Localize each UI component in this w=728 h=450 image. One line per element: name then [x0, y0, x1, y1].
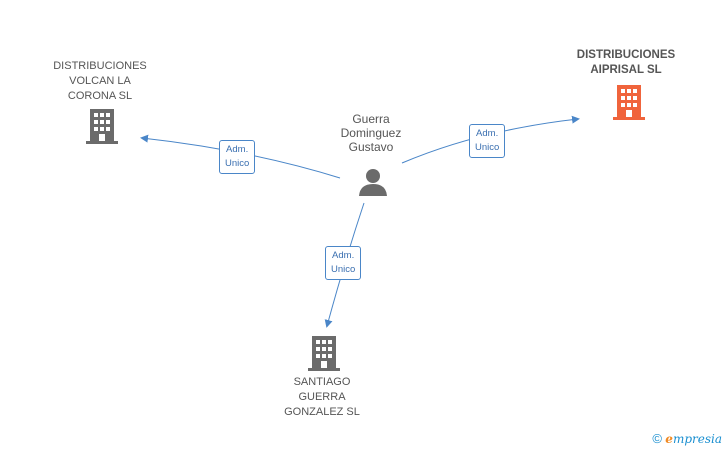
building-icon[interactable]	[308, 336, 340, 371]
company-label-volcan[interactable]: DISTRIBUCIONES VOLCAN LA CORONA SL	[53, 60, 147, 102]
person-icon[interactable]	[358, 168, 388, 196]
brand-watermark[interactable]: © empresia	[652, 431, 722, 446]
edge-label-aiprisal[interactable]: Adm. Unico	[469, 124, 506, 158]
edge-label-santiago[interactable]: Adm. Unico	[325, 246, 362, 280]
edge-label-volcan[interactable]: Adm. Unico	[219, 140, 256, 174]
building-icon[interactable]	[613, 85, 645, 120]
person-label[interactable]: Guerra Dominguez Gustavo	[340, 112, 402, 154]
company-label-aiprisal[interactable]: DISTRIBUCIONES AIPRISAL SL	[576, 49, 676, 76]
building-icon[interactable]	[86, 109, 118, 144]
brand-logo-letter: e	[665, 432, 673, 446]
copyright-icon: ©	[652, 431, 662, 446]
company-label-santiago[interactable]: SANTIAGO GUERRA GONZALEZ SL	[284, 376, 360, 418]
brand-name: mpresia	[672, 432, 722, 446]
